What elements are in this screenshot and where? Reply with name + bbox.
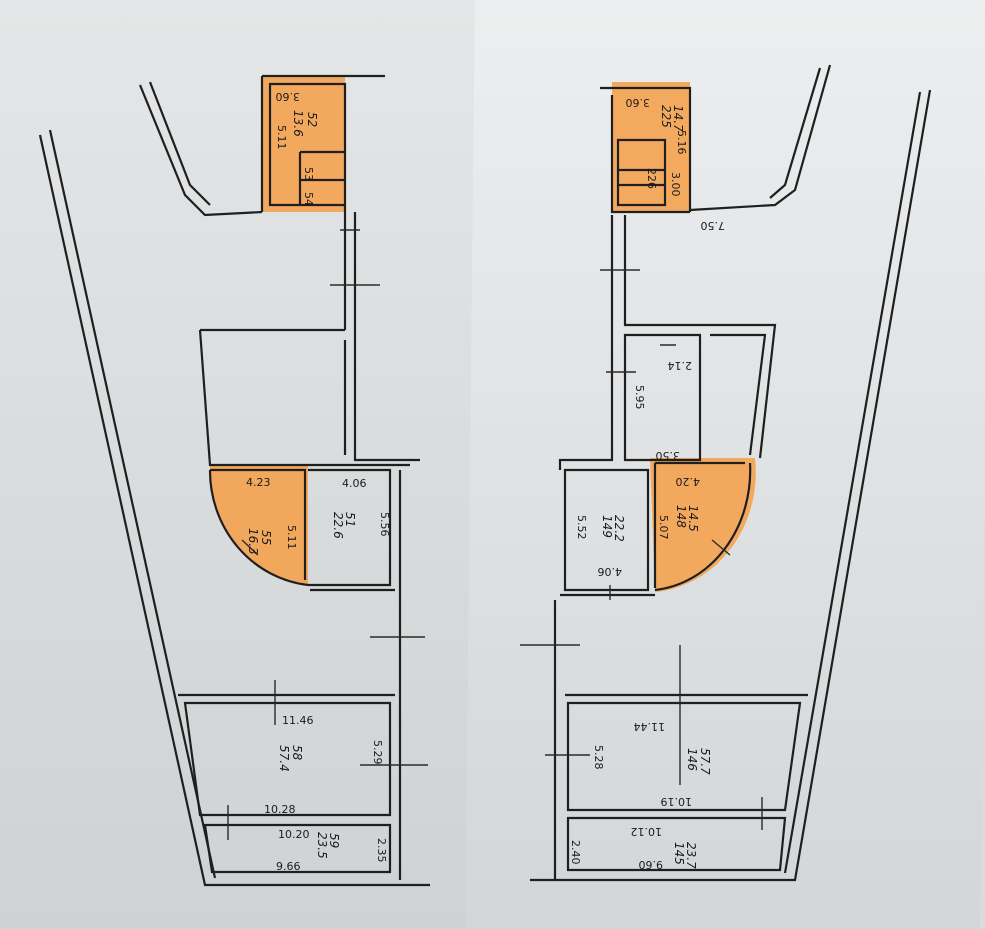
room-55-number: 55: [259, 530, 273, 545]
room-53-number: 53: [302, 167, 315, 181]
room-51-length: 5.56: [378, 512, 391, 537]
corridor-width: 7.50: [701, 219, 726, 232]
room-149-walls: [560, 468, 655, 597]
room-51-walls: [308, 468, 402, 880]
room-149-width: 4.06: [598, 565, 623, 578]
room-storage-bottom: 3.50: [656, 449, 681, 462]
right-floor-plan: 3.60 225 14.7 5.16 226 3.00 7.50 2.14 5.…: [520, 64, 932, 882]
dimension-ticks: [227, 229, 428, 840]
left-floor-plan: 3.60 52 13.6 5.11 53 54 4.23 55 16.3 5.1…: [38, 74, 430, 887]
room-58-walls: [178, 693, 395, 817]
room-51-number: 51: [343, 512, 357, 527]
corridor-walls: [198, 212, 420, 467]
room-146-number: 146: [685, 748, 699, 771]
room-225-length: 5.16: [675, 130, 688, 155]
room-146-bottom-width: 10.19: [661, 795, 693, 808]
room-149-length: 5.52: [575, 515, 588, 540]
room-146-area: 57.7: [698, 748, 712, 775]
room-52-number: 52: [305, 112, 319, 127]
room-148-highlight: [650, 458, 756, 592]
room-148-width: 4.20: [676, 475, 701, 488]
room-storage-width: 2.14: [668, 359, 693, 372]
room-148-area: 14.5: [686, 505, 700, 532]
room-225-width: 3.60: [626, 96, 651, 109]
room-54-number: 54: [302, 192, 315, 206]
room-148-walls: [653, 461, 752, 592]
room-58-number: 58: [290, 745, 304, 761]
outer-wall: [38, 81, 430, 887]
room-145-walls: [566, 816, 787, 872]
room-225-walls: [600, 86, 692, 214]
room-59-length: 2.35: [375, 838, 388, 863]
room-145-width: 10.12: [631, 825, 663, 838]
room-148-number: 148: [674, 505, 688, 528]
room-145-bottom-width: 9.60: [639, 858, 664, 871]
room-59-number: 59: [327, 833, 341, 848]
room-59-width: 10.20: [278, 828, 310, 841]
room-52-width: 3.60: [276, 90, 301, 103]
room-226-length: 3.00: [669, 172, 682, 197]
room-226-number: 226: [645, 168, 658, 189]
room-55-walls: [208, 468, 309, 587]
room-59-area: 23.5: [315, 832, 329, 859]
room-51-width: 4.06: [342, 477, 367, 490]
room-59-walls: [203, 823, 392, 874]
room-55-width: 4.23: [246, 476, 271, 489]
room-145-area: 23.7: [684, 842, 698, 869]
room-52-walls: [260, 74, 385, 212]
room-58-width: 11.46: [282, 714, 314, 727]
room-55-length: 5.11: [285, 525, 298, 550]
room-146-width: 11.44: [634, 720, 666, 733]
room-149-number: 149: [600, 515, 614, 538]
room-146-length: 5.28: [592, 745, 605, 770]
room-148-length: 5.07: [657, 515, 670, 540]
room-146-walls: [553, 600, 808, 880]
room-225-number: 225: [659, 105, 673, 128]
room-58-length: 5.29: [371, 740, 384, 765]
room-52-area: 13.6: [291, 110, 305, 137]
corridor-walls: [558, 215, 777, 470]
room-51-area: 22.6: [331, 512, 345, 539]
room-storage-length: 5.95: [633, 385, 646, 410]
room-225-highlight: [612, 82, 690, 212]
room-145-number: 145: [672, 842, 686, 865]
room-52-length: 5.11: [275, 125, 288, 150]
room-225-area: 14.7: [671, 105, 685, 132]
room-52-highlight: [262, 76, 345, 212]
room-55-highlight: [210, 465, 308, 585]
room-149-area: 22.2: [612, 515, 626, 542]
room-55-area: 16.3: [246, 528, 260, 555]
room-58-area: 57.4: [277, 745, 291, 772]
dimension-ticks: [520, 269, 763, 830]
room-145-length: 2.40: [569, 840, 582, 865]
room-58-bottom-width: 10.28: [264, 803, 296, 816]
room-59-bottom-width: 9.66: [276, 860, 301, 873]
outer-wall: [530, 64, 932, 882]
